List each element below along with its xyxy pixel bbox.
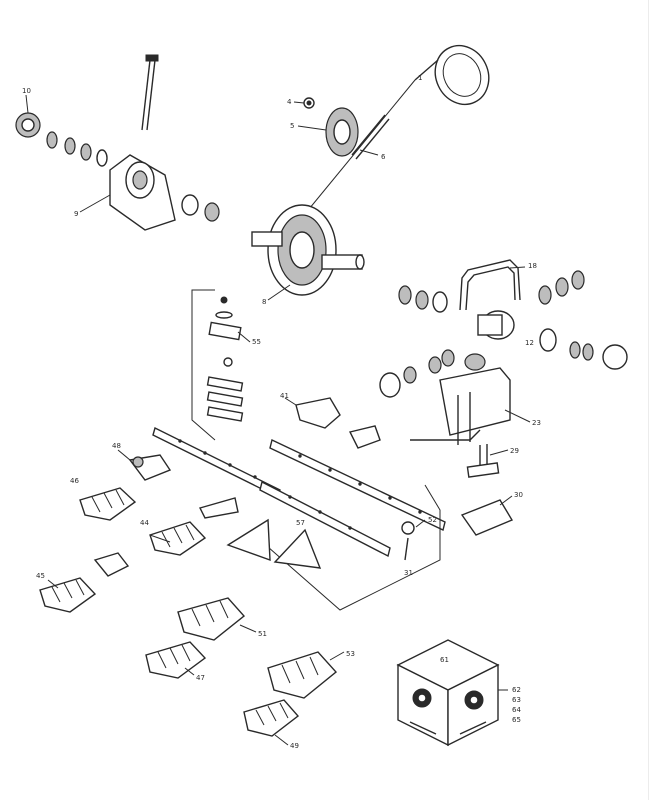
callout-pulley-belt: 1 bbox=[418, 74, 422, 82]
kit-side-label-1: 62 bbox=[512, 686, 521, 694]
callout-section: 57 bbox=[296, 519, 305, 527]
knife-bars bbox=[152, 426, 446, 611]
guards bbox=[39, 487, 338, 737]
callout-gear-shaft: 6 bbox=[381, 153, 386, 161]
callout-labels: 1 4 5 6 8 9 10 12 18 23 29 30 31 41 46 4… bbox=[22, 74, 541, 750]
callout-guard-f: 53 bbox=[346, 650, 355, 658]
callout-rivet-bar: 52 bbox=[428, 516, 437, 524]
screw bbox=[141, 54, 159, 131]
washers-right bbox=[398, 270, 628, 370]
callout-clip: 41 bbox=[280, 392, 289, 400]
callout-post: 29 bbox=[510, 447, 519, 455]
washers-left bbox=[46, 131, 108, 167]
stack bbox=[191, 289, 244, 441]
handle bbox=[459, 259, 521, 340]
gear-wheel bbox=[303, 97, 390, 160]
kit-box bbox=[396, 639, 500, 747]
callout-finger: 48 bbox=[112, 442, 121, 450]
callout-guard-e: 47 bbox=[196, 674, 205, 682]
callout-guide-plate: 23 bbox=[532, 419, 541, 427]
callout-knife-bar: 31 bbox=[404, 569, 413, 577]
exploded-parts-diagram: 1 4 5 6 8 9 10 12 18 23 29 30 31 41 46 4… bbox=[15, 44, 628, 750]
belt-pulley bbox=[299, 44, 490, 221]
callout-flywheel: 8 bbox=[262, 298, 266, 306]
post bbox=[460, 444, 514, 536]
leader-lines bbox=[25, 94, 531, 746]
callout-guard-b: 44 bbox=[140, 519, 149, 527]
callout-guard-d: 51 bbox=[258, 630, 267, 638]
callout-bracket: 9 bbox=[74, 210, 78, 218]
callout-handle: 18 bbox=[528, 262, 537, 270]
callout-mount-plate: 30 bbox=[514, 491, 523, 499]
guide-plate bbox=[379, 349, 511, 445]
kit-side-label-3: 64 bbox=[512, 706, 521, 714]
callout-knob: 10 bbox=[22, 87, 31, 95]
callout-gear-wheel: 5 bbox=[290, 122, 294, 130]
flywheel bbox=[251, 204, 365, 296]
callout-guard-c: 45 bbox=[36, 572, 45, 580]
kit-box-label: 61 bbox=[440, 656, 449, 664]
finger bbox=[128, 454, 172, 481]
kit-side-label-4: 65 bbox=[512, 716, 521, 724]
sections bbox=[198, 497, 415, 569]
callout-stack: 55 bbox=[252, 338, 261, 346]
callout-guard-g: 49 bbox=[290, 742, 299, 750]
callout-guard-a: 46 bbox=[70, 477, 79, 485]
knob bbox=[15, 112, 41, 138]
diagram-card: 1 4 5 6 8 9 10 12 18 23 29 30 31 41 46 4… bbox=[15, 0, 649, 800]
kit-side-label-2: 63 bbox=[512, 696, 521, 704]
clips bbox=[295, 397, 381, 449]
callout-bearing-right: 12 bbox=[525, 339, 534, 347]
callout-gear-nut: 4 bbox=[287, 98, 292, 106]
bracket bbox=[109, 154, 220, 231]
